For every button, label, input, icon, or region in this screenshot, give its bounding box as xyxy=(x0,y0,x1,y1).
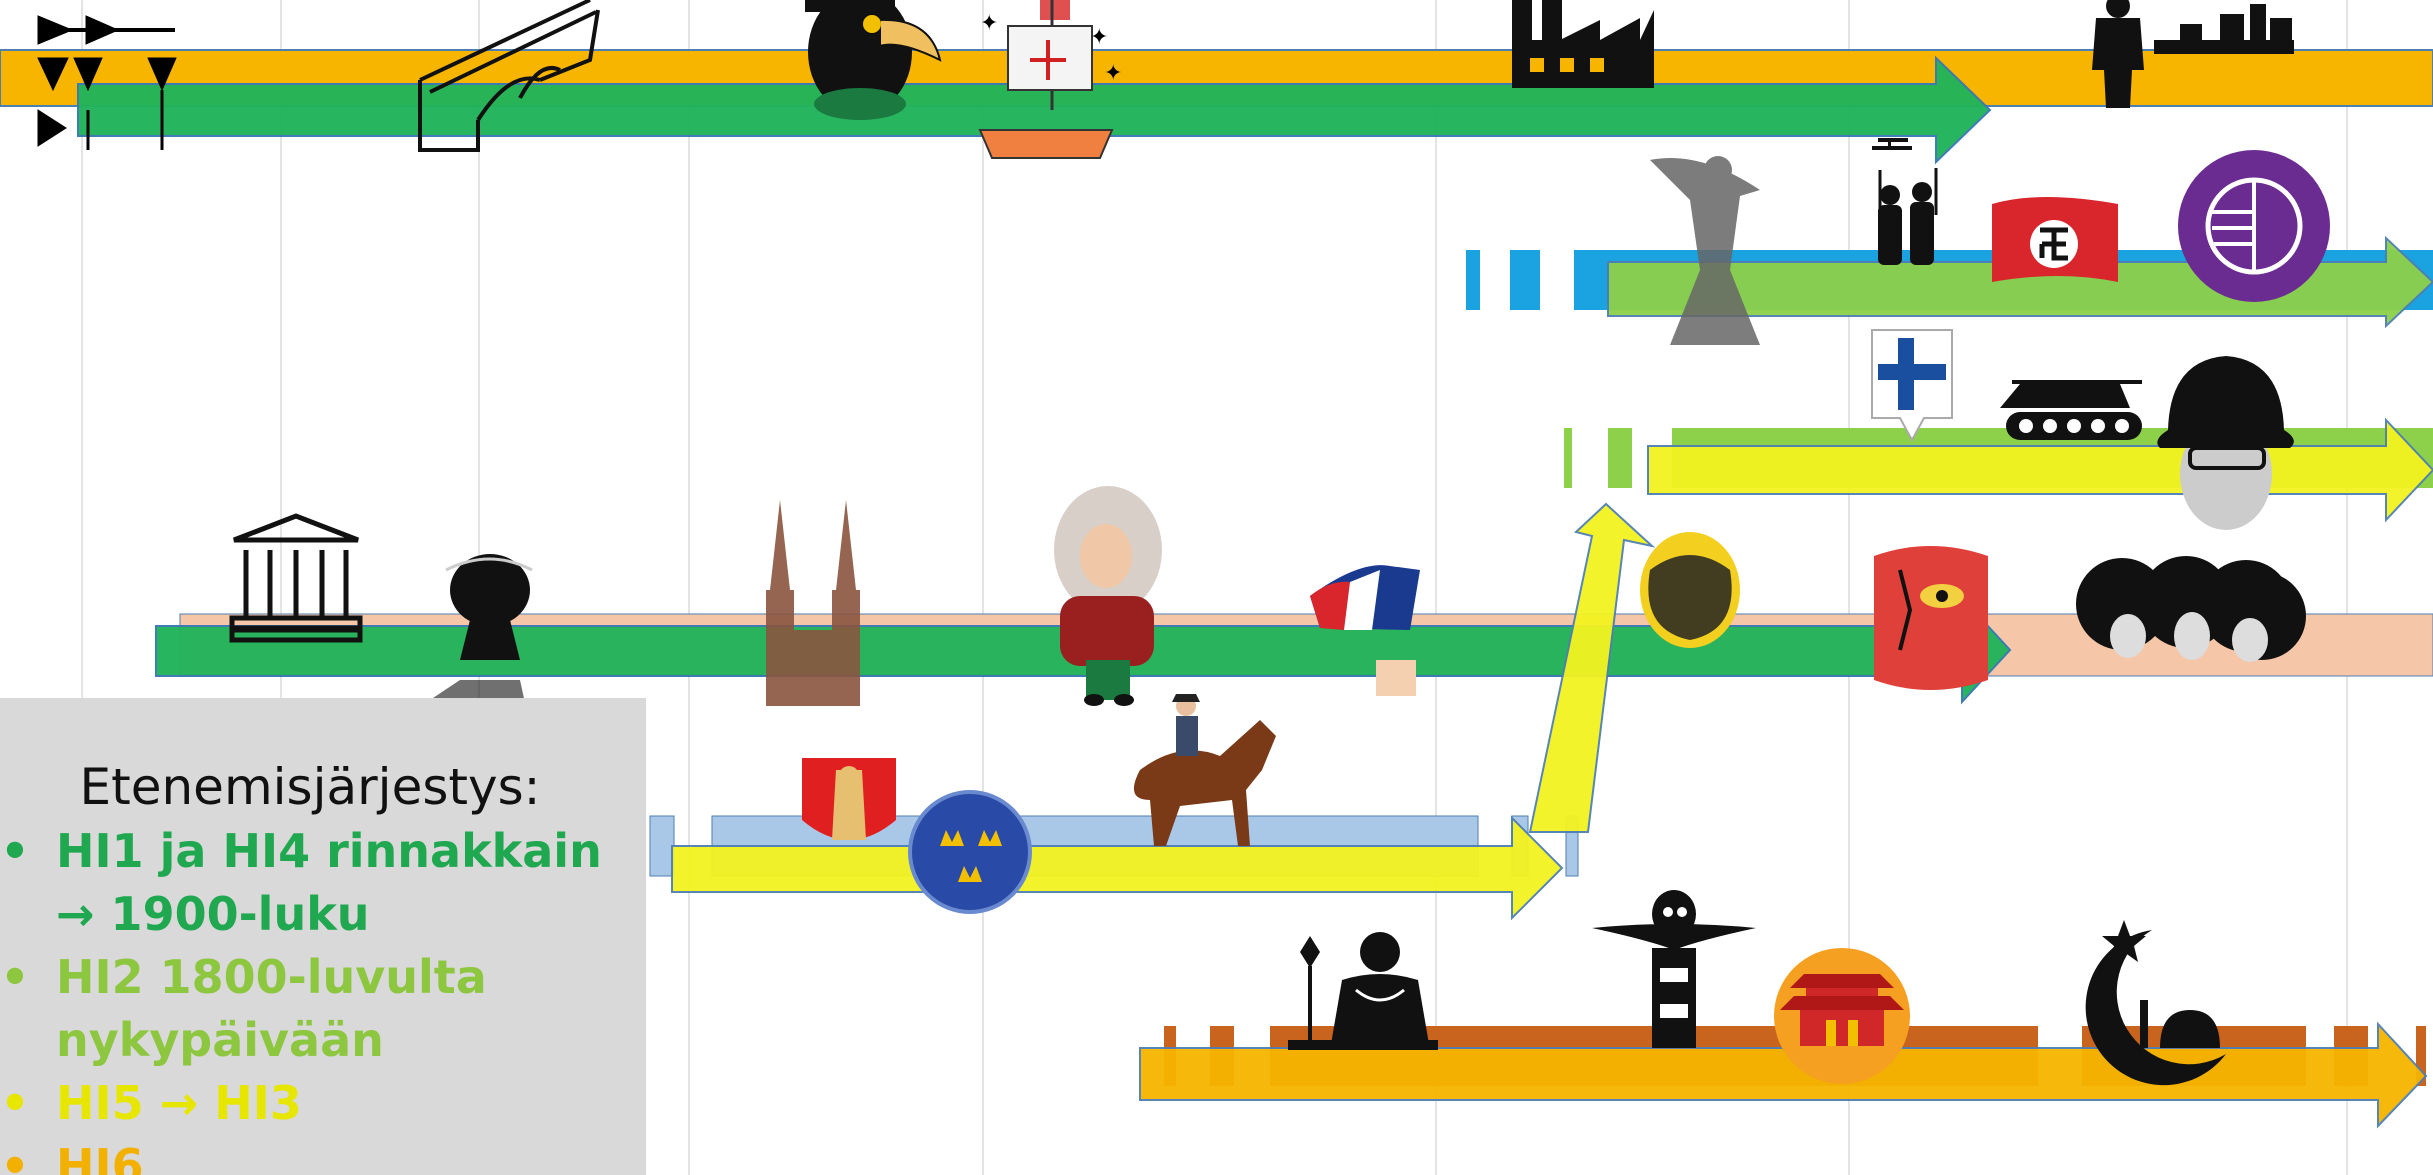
hat-glasses-man-icon xyxy=(2157,356,2294,530)
chinese-pagoda-icon xyxy=(1774,948,1910,1084)
biplane-icon xyxy=(1872,138,1912,150)
beatles-silhouette-icon xyxy=(2076,556,2306,662)
turku-coat-of-arms-icon xyxy=(802,758,896,840)
african-figure-icon xyxy=(1288,932,1438,1050)
finland-flag-pin-icon xyxy=(1872,330,1952,440)
legend-item-text: HI1 ja HI4 rinnakkain → 1900-luku xyxy=(56,824,602,941)
three-crowns-badge-icon xyxy=(910,792,1030,912)
totem-pole-icon xyxy=(1592,890,1756,1048)
tank-icon xyxy=(2000,380,2142,440)
legend-item-text: HI6 xyxy=(56,1139,144,1175)
timeline-bar-lightgreen-dash xyxy=(1608,428,1632,488)
nazi-flag-icon xyxy=(1992,197,2118,282)
timeline-bar-paleblue-dash xyxy=(650,816,674,876)
legend-bullet: • xyxy=(0,1135,30,1175)
soviet-flag-badge-icon xyxy=(2178,150,2330,302)
svg-text:✦: ✦ xyxy=(1090,25,1108,50)
legend-item-text: HI2 1800-luvulta nykypäivään xyxy=(56,950,487,1067)
legend-title: Etenemisjärjestys: xyxy=(0,758,620,816)
timeline-bar-blue-dash xyxy=(1466,250,1480,310)
cathedral-icon xyxy=(766,500,860,706)
svg-text:✦: ✦ xyxy=(980,11,998,36)
legend-bullet: • xyxy=(0,946,30,1009)
legend-item: • HI5 → HI3 xyxy=(0,1072,646,1135)
legend-panel: Etenemisjärjestys: • HI1 ja HI4 rinnakka… xyxy=(0,698,646,1175)
legend-item: • HI6 xyxy=(0,1135,646,1175)
timeline-bar-blue-dash xyxy=(1510,250,1540,310)
legend-item-text: HI5 → HI3 xyxy=(56,1076,302,1130)
timeline-bar-lightgreen-dash xyxy=(1564,428,1572,488)
legend-bullet: • xyxy=(0,1072,30,1135)
karl-marx-icon xyxy=(1640,532,1740,648)
svg-text:✦: ✦ xyxy=(1104,61,1122,86)
legend-list: • HI1 ja HI4 rinnakkain → 1900-luku • HI… xyxy=(0,820,646,1175)
legend-bullet: • xyxy=(0,820,30,883)
legend-item: • HI2 1800-luvulta nykypäivään xyxy=(0,946,646,1072)
eye-poster-icon xyxy=(1874,546,1988,690)
factory-icon xyxy=(1512,0,1654,88)
legend-item: • HI1 ja HI4 rinnakkain → 1900-luku xyxy=(0,820,646,946)
